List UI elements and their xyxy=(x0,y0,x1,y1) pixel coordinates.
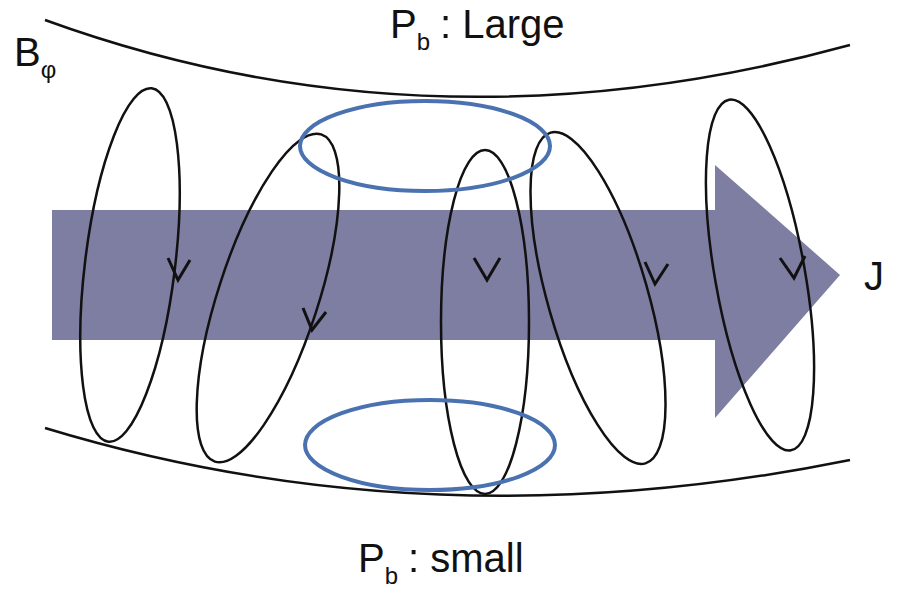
pressure-label: Pb: Large xyxy=(390,4,565,44)
field-loops xyxy=(64,83,836,494)
field-label: Bφ xyxy=(14,32,56,72)
symbol: J xyxy=(864,254,884,298)
subscript: b xyxy=(385,562,398,589)
subscript: b xyxy=(417,28,430,55)
pressure-label: Pb: small xyxy=(358,538,524,578)
highlight-ellipse xyxy=(300,101,550,191)
current-arrow xyxy=(52,165,840,418)
value-text: : Large xyxy=(440,2,565,46)
plasma-boundary xyxy=(45,428,850,496)
value-text: : small xyxy=(408,536,524,580)
highlight-ellipse xyxy=(305,400,555,490)
subscript: φ xyxy=(41,56,57,83)
symbol: B xyxy=(14,30,41,74)
current-label: J xyxy=(864,256,884,296)
symbol: P xyxy=(358,536,385,580)
symbol: P xyxy=(390,2,417,46)
field-direction-arrows xyxy=(168,256,805,330)
